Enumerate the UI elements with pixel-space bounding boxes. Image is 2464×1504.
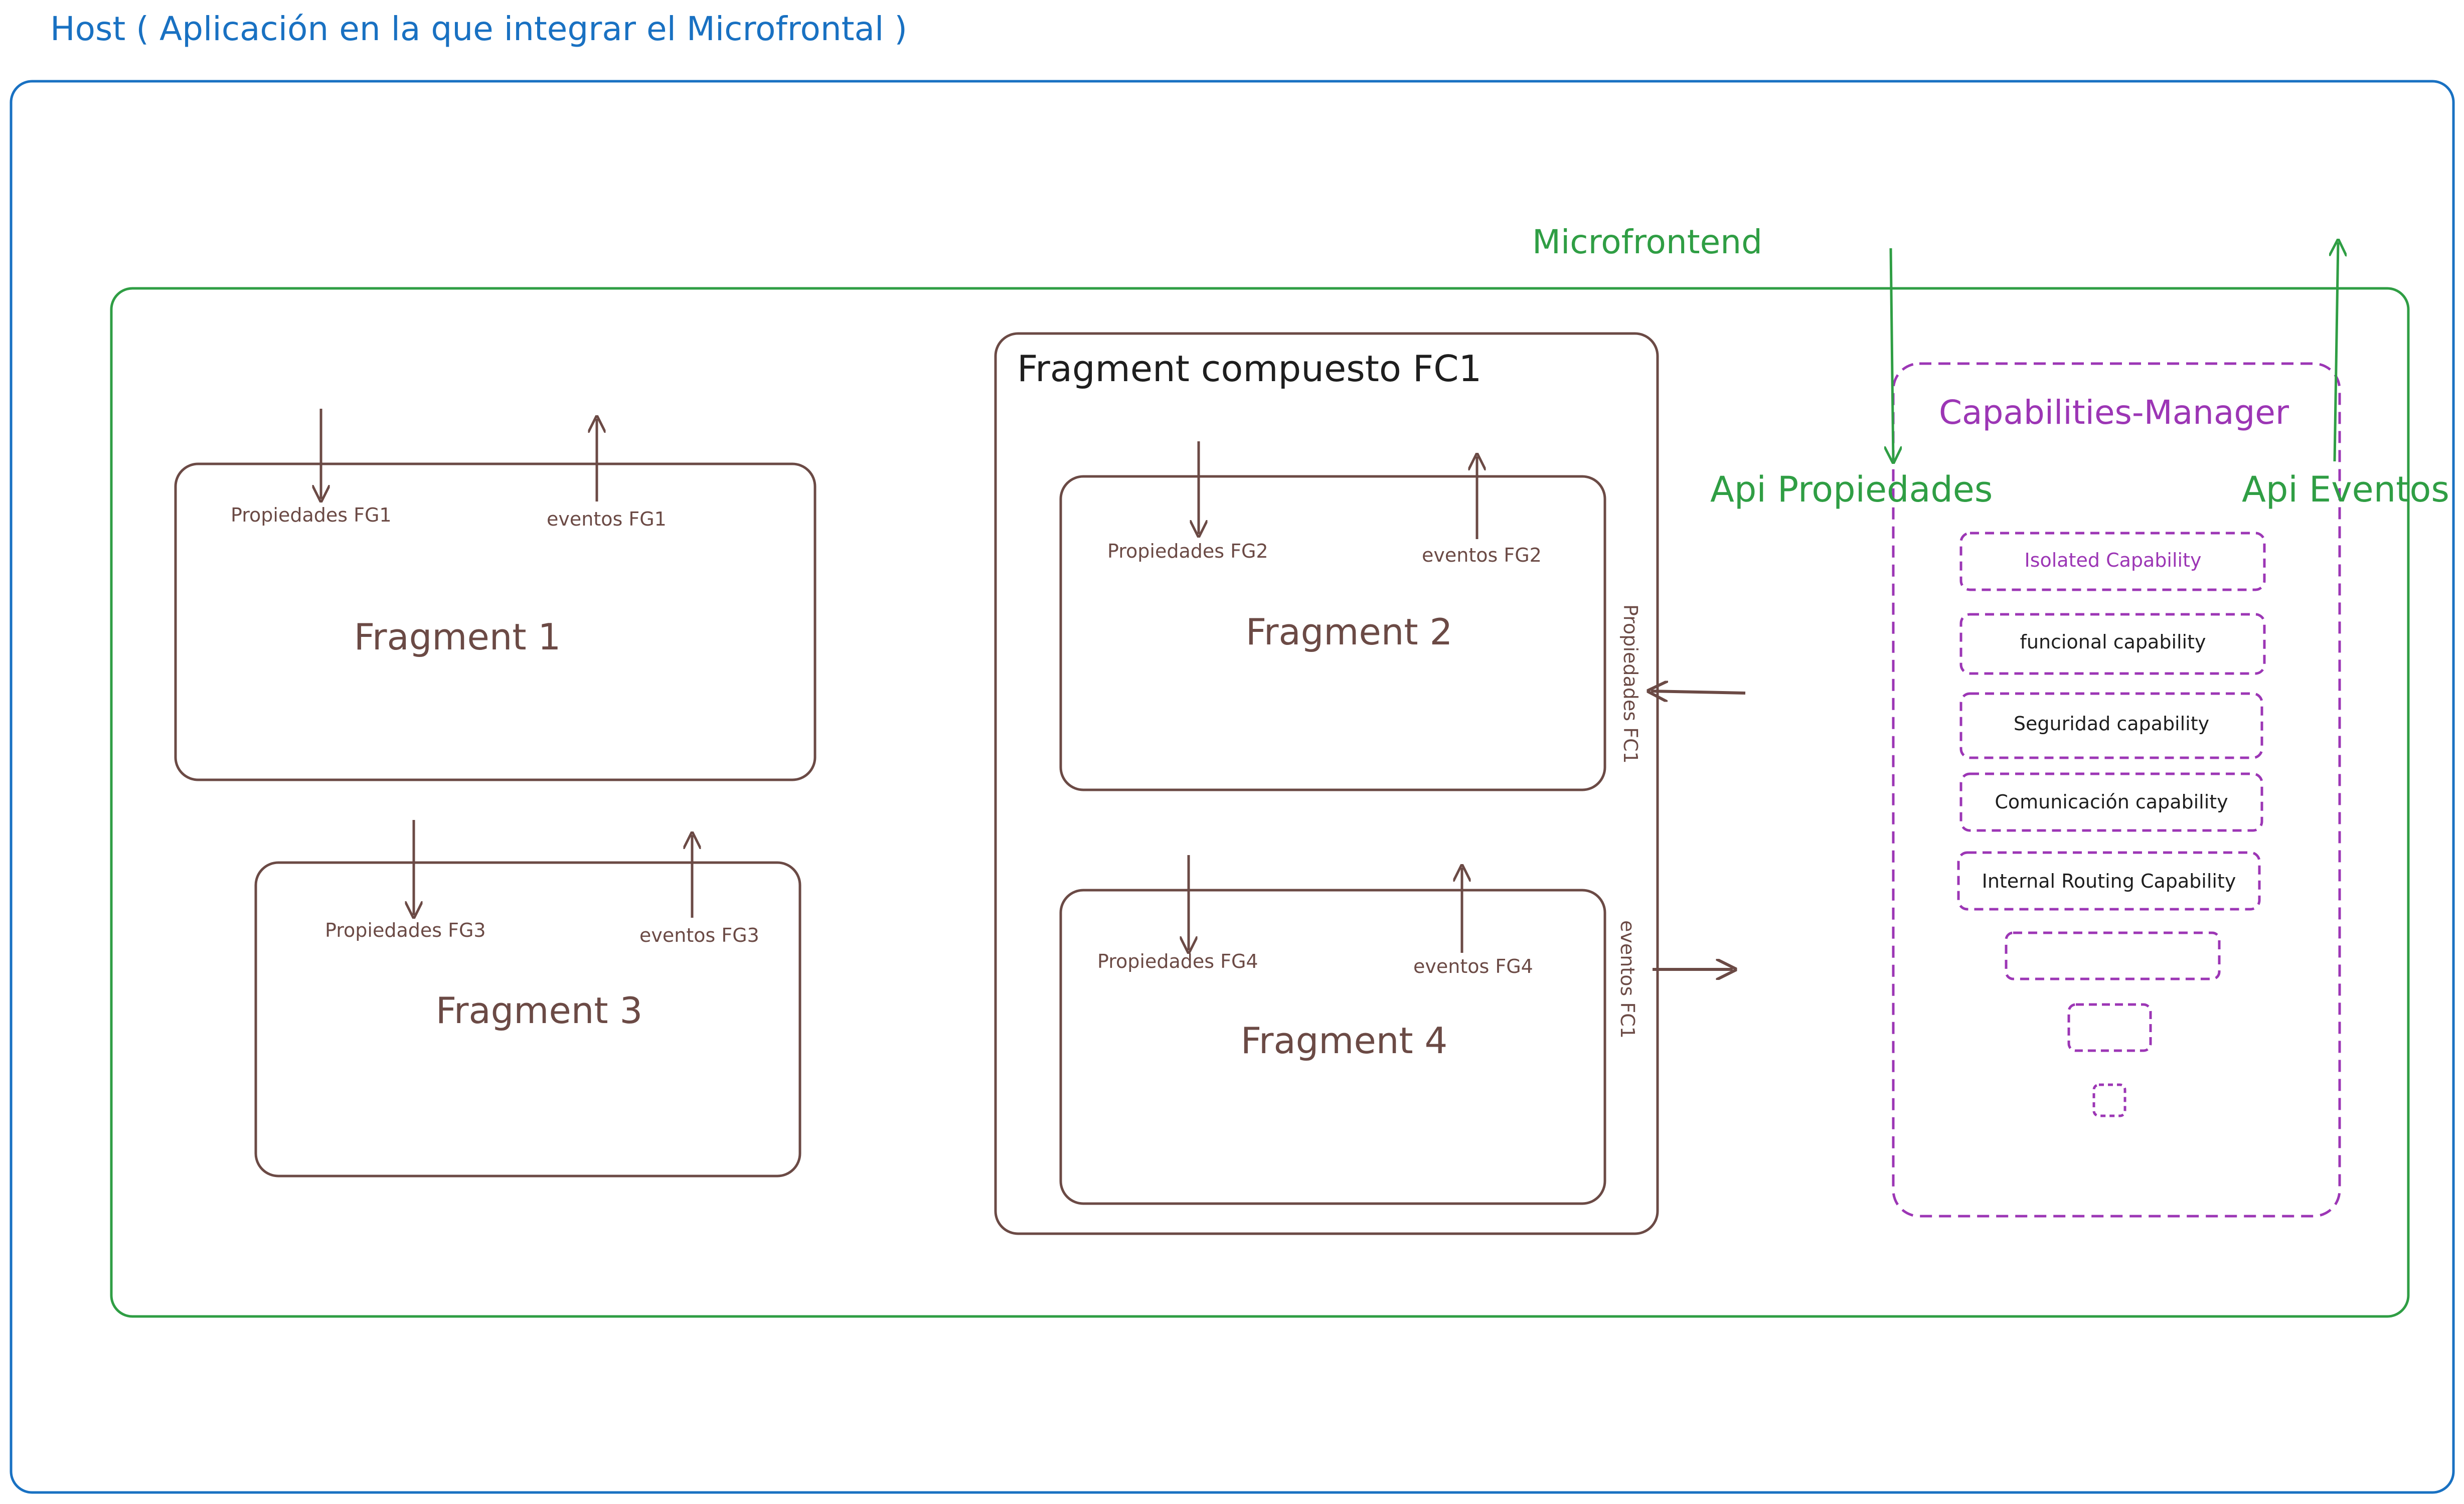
- capability-routing-label: Internal Routing Capability: [1982, 870, 2236, 892]
- composite-props-label: Propiedades FC1: [1619, 604, 1641, 764]
- capability-seguridad-label: Seguridad capability: [2014, 713, 2209, 735]
- fragment-3-props-label: Propiedades FG3: [325, 919, 486, 941]
- fragment-1-box: [174, 462, 816, 781]
- fragment-3: Propiedades FG3 eventos FG3 Fragment 3: [254, 820, 801, 1178]
- api-properties-label: Api Propiedades: [1710, 469, 1993, 510]
- microfrontend-container: [110, 287, 2410, 1318]
- fragment-3-title: Fragment 3: [436, 989, 643, 1032]
- composite-props-arrow: [1651, 691, 1746, 693]
- fragment-4-title: Fragment 4: [1241, 1020, 1448, 1062]
- fragment-4-events-label: eventos FG4: [1413, 955, 1533, 977]
- capability-funcional-label: funcional capability: [2020, 631, 2206, 653]
- composite-fragment-box: [994, 332, 1659, 1235]
- microfrontend-title: Microfrontend: [1532, 223, 1762, 261]
- fragment-2-box: [1059, 475, 1606, 791]
- capabilities-manager-title: Capabilities-Manager: [1939, 393, 2289, 432]
- capability-funcional-box: [1959, 613, 2266, 675]
- fragment-1-props-label: Propiedades FG1: [231, 504, 392, 526]
- composite-fragment-title: Fragment compuesto FC1: [1017, 348, 1482, 390]
- fragment-1-title: Fragment 1: [354, 616, 561, 658]
- capability-placeholder-medium: [2067, 1003, 2152, 1052]
- capability-comunicacion-label: Comunicación capability: [1995, 791, 2228, 813]
- fragment-1: Propiedades FG1 eventos FG1 Fragment 1: [174, 409, 816, 781]
- api-events-label: Api Eventos: [2242, 469, 2449, 510]
- host-title: Host ( Aplicación en la que integrar el …: [50, 10, 907, 48]
- capabilities-manager: Capabilities-Manager Isolated Capability…: [1892, 362, 2341, 1218]
- api-properties-arrow: [1891, 248, 1893, 460]
- fragment-4-box: [1059, 889, 1606, 1205]
- api-events-arrow: [2335, 242, 2338, 462]
- capabilities-manager-box: [1892, 362, 2341, 1218]
- fragment-1-events-label: eventos FG1: [547, 508, 667, 530]
- capability-seguridad-box: [1959, 692, 2263, 759]
- fragment-2-props-label: Propiedades FG2: [1107, 540, 1268, 562]
- capability-placeholder-large: [2005, 931, 2221, 980]
- capability-placeholder-small: [2092, 1083, 2126, 1117]
- composite-events-label: eventos FC1: [1616, 920, 1638, 1039]
- host-container: [10, 80, 2455, 1494]
- capability-routing-box: [1957, 851, 2261, 911]
- capability-isolated-box: [1959, 532, 2266, 591]
- fragment-2-events-label: eventos FG2: [1422, 544, 1542, 566]
- fragment-3-events-label: eventos FG3: [639, 924, 759, 946]
- fragment-4-props-label: Propiedades FG4: [1097, 950, 1258, 972]
- fragment-2-title: Fragment 2: [1246, 611, 1453, 653]
- capability-isolated-label: Isolated Capability: [2025, 549, 2202, 571]
- composite-fragment: Fragment compuesto FC1 Propiedades FG2 e…: [994, 332, 1746, 1235]
- capability-comunicacion-box: [1959, 772, 2263, 832]
- fragment-3-box: [254, 861, 801, 1178]
